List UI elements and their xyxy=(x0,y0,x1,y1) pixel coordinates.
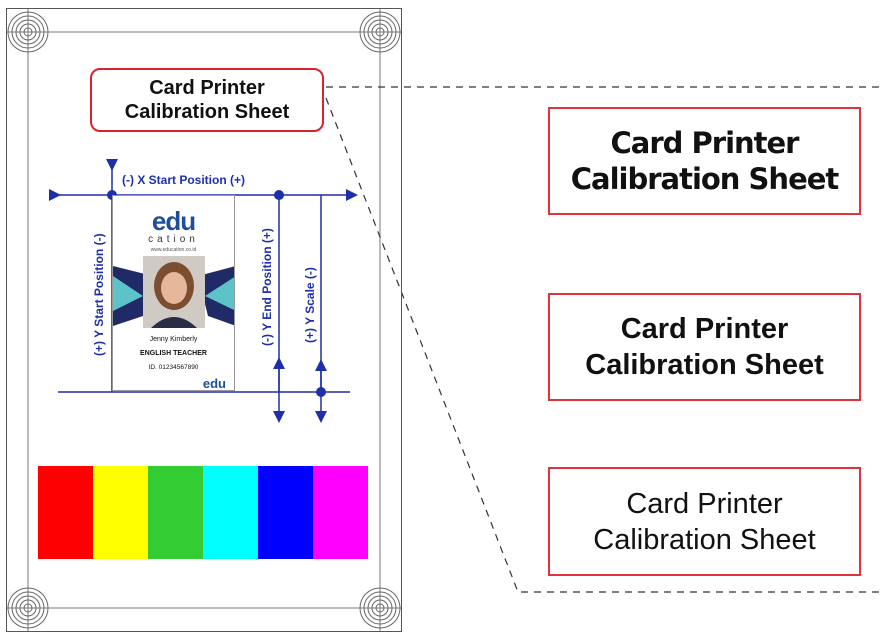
sample-3-line2: Calibration Sheet xyxy=(593,523,816,556)
registration-mark-top-left xyxy=(7,11,49,53)
sheet-title-line2: Calibration Sheet xyxy=(124,101,290,123)
sheet-title-box: Card Printer Calibration Sheet xyxy=(90,68,324,132)
card-role: ENGLISH TEACHER xyxy=(140,350,207,357)
color-swatch-6 xyxy=(313,466,368,559)
card-logo-small: edu xyxy=(202,376,226,391)
color-bar xyxy=(38,466,368,559)
sample-3-line1: Card Printer xyxy=(626,487,783,520)
sample-regular: Card Printer Calibration Sheet xyxy=(548,467,861,576)
card-photo xyxy=(143,256,205,328)
color-swatch-2 xyxy=(93,466,148,559)
card-website: www.education.co.id xyxy=(150,247,197,253)
card-logo: edu xyxy=(151,206,196,236)
y-end-dot xyxy=(274,190,284,200)
color-swatch-3 xyxy=(148,466,203,559)
portrait-image xyxy=(143,256,205,328)
sample-2-line2: Calibration Sheet xyxy=(585,349,824,381)
color-swatch-4 xyxy=(203,466,258,559)
sample-id-card: edu cation www.education.co.id Jenny Kim… xyxy=(112,195,235,391)
y-end-position-label: (-) Y End Position (+) xyxy=(260,228,274,346)
y-scale-dot xyxy=(316,387,326,397)
color-swatch-1 xyxy=(38,466,93,559)
calibration-sheet xyxy=(6,8,402,632)
sample-1-line2: Calibration Sheet xyxy=(570,162,840,196)
y-start-position-label: (+) Y Start Position (-) xyxy=(92,233,106,357)
dashed-connector-diagonal xyxy=(325,97,884,593)
registration-mark-top-right xyxy=(359,11,401,53)
sheet-title-line1: Card Printer xyxy=(149,77,265,99)
sample-2-line1: Card Printer xyxy=(620,313,789,345)
registration-mark-bottom-right xyxy=(359,587,401,629)
registration-mark-bottom-left xyxy=(7,587,49,629)
card-name: Jenny Kimberly xyxy=(149,336,198,343)
color-swatch-5 xyxy=(258,466,313,559)
sample-1-line1: Card Printer xyxy=(610,126,800,160)
card-logo-subtitle: cation xyxy=(148,234,199,245)
x-start-position-label: (-) X Start Position (+) xyxy=(122,173,245,187)
card-id-number: ID. 01234567890 xyxy=(148,364,199,371)
y-scale-label: (+) Y Scale (-) xyxy=(303,267,317,343)
sample-heavy-bold: Card Printer Calibration Sheet xyxy=(548,107,861,215)
sample-bold: Card Printer Calibration Sheet xyxy=(548,293,861,401)
